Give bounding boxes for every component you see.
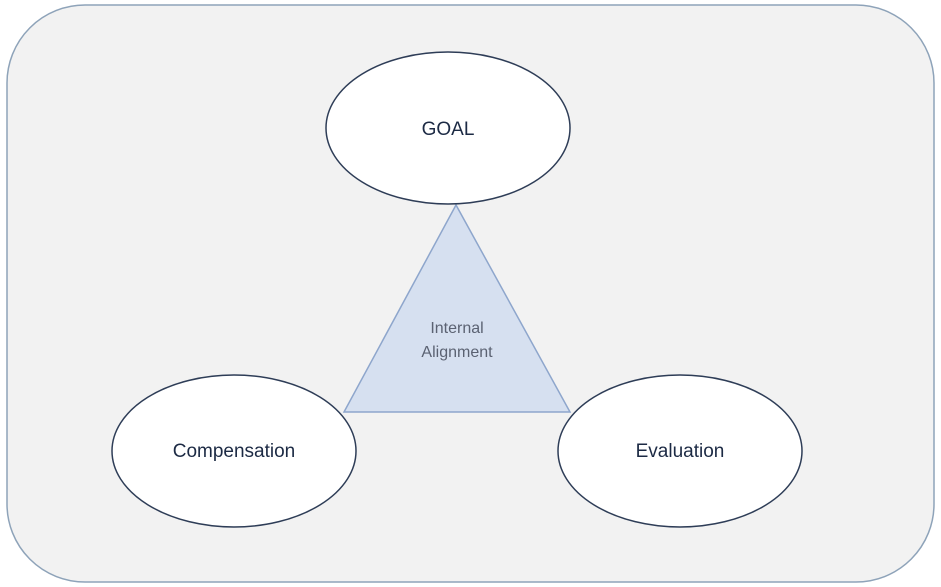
goal-node: GOAL [325, 51, 571, 205]
evaluation-node: Evaluation [557, 374, 803, 528]
goal-ellipse [325, 51, 571, 205]
evaluation-ellipse [557, 374, 803, 528]
goal-label: GOAL [422, 119, 475, 140]
compensation-ellipse [111, 374, 357, 528]
compensation-node: Compensation [111, 374, 357, 528]
center-label-line1: Internal [430, 320, 483, 337]
compensation-label: Compensation [173, 441, 296, 462]
internal-alignment-triangle [342, 203, 572, 413]
center-label-line2: Alignment [421, 344, 493, 361]
evaluation-label: Evaluation [636, 441, 725, 462]
